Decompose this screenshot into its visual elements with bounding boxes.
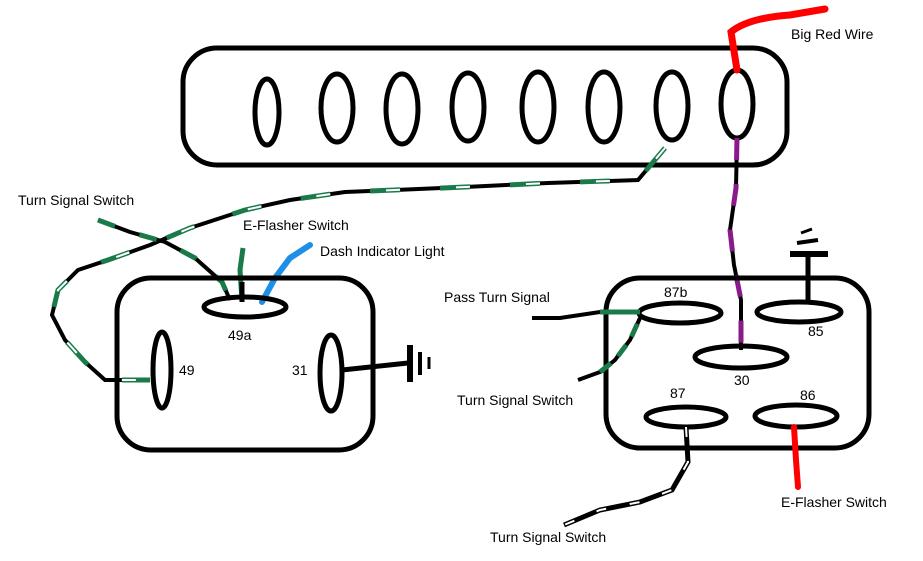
fuse-slot-2 [318,71,356,145]
turn-signal-wire-left [97,218,232,301]
pin-30-slot [692,343,790,371]
fuse-slot-3 [383,71,421,147]
purple-wire [727,137,744,350]
pin-87-slot [643,404,729,430]
pin-86-slot [752,402,840,430]
turn-signal-wire-bottom [563,426,691,528]
fuse-slot-7 [653,69,691,143]
pass-turn-signal-label: Pass Turn Signal [444,289,550,305]
fuse-slot-5 [519,69,557,145]
ground-symbol-flasher [407,345,431,382]
flasher-outline [114,275,376,453]
pin-31-slot [317,332,345,414]
pin-87b-slot [636,300,724,326]
pin-87-label: 87 [670,385,686,401]
pin-86-label: 86 [800,387,816,403]
pin-49a-label: 49a [228,327,252,343]
pin-30-label: 30 [734,372,750,388]
turn-signal-switch-label-left: Turn Signal Switch [18,192,134,208]
turn-signal-wire-left-green [97,217,233,302]
e-flasher-wire-right [791,424,801,490]
relay: 87b 85 30 87 86 [603,275,872,451]
e-flasher-switch-label-right: E-Flasher Switch [781,494,887,510]
pin-49a-slot [201,294,289,320]
pin-31-label: 31 [292,362,308,378]
pin-49-slot [150,329,174,411]
turn-signal-wire-mid [577,317,642,382]
dash-indicator-light-label: Dash Indicator Light [320,243,445,259]
pin-85-label: 85 [808,323,824,339]
turn-signal-wire-mid-green [598,316,643,374]
long-signal-wire-base [49,146,667,382]
relay-outline [603,275,872,451]
flasher-unit: 49a 49 31 [114,275,376,453]
turn-signal-switch-label-mid: Turn Signal Switch [457,392,573,408]
fuse-slot-1 [252,76,282,148]
pin-85-slot [754,299,844,325]
turn-signal-switch-label-bottom: Turn Signal Switch [490,529,606,545]
pin-87b-label: 87b [664,284,688,300]
fuse-slot-8 [718,67,756,141]
e-flasher-switch-label-left: E-Flasher Switch [243,217,349,233]
fuse-slot-6 [585,69,623,145]
long-signal-wire-stripe [50,147,666,381]
pin-49-label: 49 [179,362,195,378]
ground-wire-flasher [341,360,409,373]
ground-symbol-relay [790,227,828,257]
fuse-slot-4 [449,70,487,144]
turn-signal-wire-bottom-stripe [563,426,690,526]
fuse-box [180,45,790,168]
big-red-wire [727,5,829,74]
big-red-wire-label: Big Red Wire [791,26,874,42]
dash-indicator-wire [259,242,313,305]
fuse-box-outline [180,45,790,168]
